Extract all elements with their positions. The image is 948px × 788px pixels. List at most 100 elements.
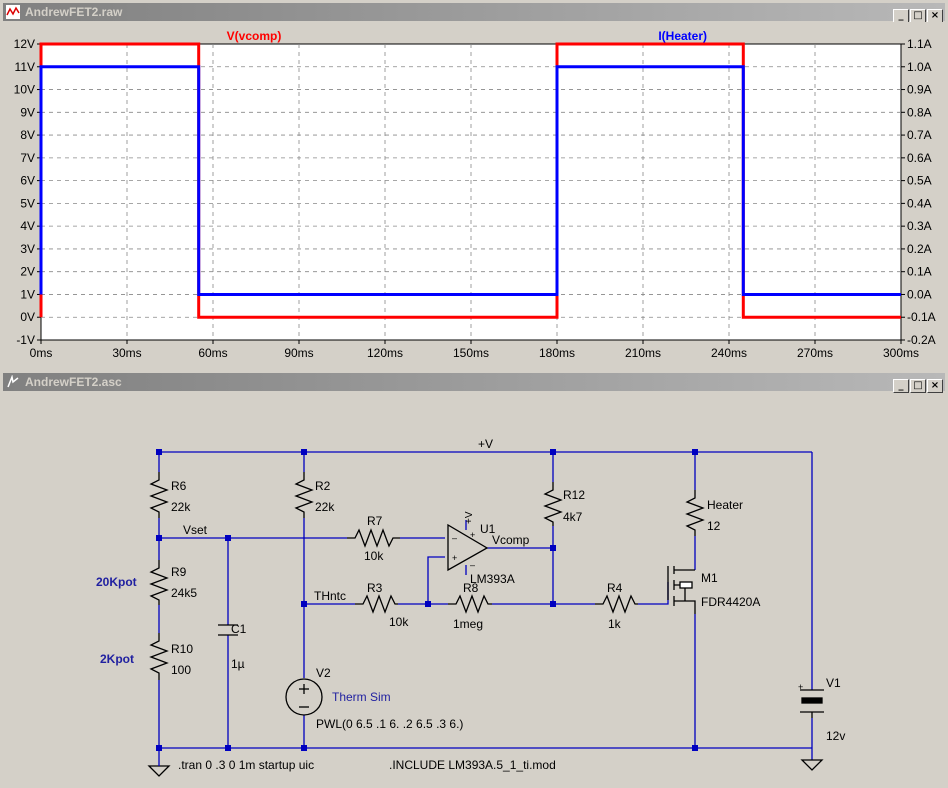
y-right-tick-label: 0.8A: [907, 105, 932, 119]
x-tick-label: 60ms: [198, 346, 227, 360]
y-right-tick-label: 0.2A: [907, 242, 932, 256]
y-left-tick-label: 5V: [20, 196, 35, 210]
series-label-vcomp: V(vcomp): [227, 29, 282, 43]
x-tick-label: 210ms: [625, 346, 661, 360]
svg-text:+: +: [470, 530, 475, 540]
label-20kpot: 20Kpot: [96, 575, 137, 589]
y-left-tick-label: 10V: [14, 83, 35, 97]
y-right-tick-label: 1.0A: [907, 60, 932, 74]
x-tick-label: 270ms: [797, 346, 833, 360]
waveform-window-title: AndrewFET2.raw: [25, 5, 123, 19]
x-tick-label: 30ms: [112, 346, 141, 360]
y-right-tick-label: 0.3A: [907, 219, 932, 233]
label-m1-model: FDR4420A: [701, 595, 760, 609]
label-v2: V2: [316, 666, 331, 680]
y-right-tick-label: 0.5A: [907, 174, 932, 188]
component-labels: +V R6 22k R2 22k R12 4k7 Heater 12 Vset …: [171, 437, 845, 772]
y-right-tick-label: 0.9A: [907, 83, 932, 97]
label-m1: M1: [701, 571, 718, 585]
y-left-tick-label: 7V: [20, 151, 35, 165]
label-r7: R7: [367, 514, 383, 528]
svg-text:–: –: [452, 533, 457, 543]
label-r10-value: 100: [171, 663, 191, 677]
x-tick-label: 180ms: [539, 346, 575, 360]
junction-dots: [156, 449, 698, 751]
schematic-window-title: AndrewFET2.asc: [25, 375, 122, 389]
y-left-tick-label: 6V: [20, 174, 35, 188]
label-r7-value: 10k: [364, 549, 384, 563]
label-r2-value: 22k: [315, 500, 335, 514]
label-2kpot: 2Kpot: [100, 652, 134, 666]
x-tick-label: 240ms: [711, 346, 747, 360]
schematic-background: [5, 394, 943, 786]
label-r4-value: 1k: [608, 617, 622, 631]
label-vplus: +V: [478, 437, 493, 451]
label-therm-sim: Therm Sim: [332, 690, 391, 704]
y-right-tick-label: -0.2A: [907, 333, 936, 347]
y-left-tick-label: 8V: [20, 128, 35, 142]
label-v1-value: 12v: [826, 729, 845, 743]
label-r6: R6: [171, 479, 187, 493]
close-button[interactable]: ×: [927, 379, 943, 393]
label-c1-value: 1µ: [231, 657, 245, 671]
label-u1-model: LM393A: [470, 572, 515, 586]
waveform-plot[interactable]: 0ms 30ms 60ms 90ms 120ms 150ms 180ms 210ms 240ms…: [3, 22, 945, 366]
wires: [158, 451, 813, 760]
label-vset: Vset: [183, 523, 208, 537]
resistor-symbols: [147, 472, 824, 777]
y-right-tick-label: 1.1A: [907, 37, 932, 51]
schematic-titlebar[interactable]: AndrewFET2.asc _□×: [3, 373, 945, 393]
schematic-window: AndrewFET2.asc _□×: [0, 370, 948, 788]
y-right-tick-label: 0.7A: [907, 128, 932, 142]
label-v2-pwl: PWL(0 6.5 .1 6. .2 6.5 .3 6.): [316, 717, 463, 731]
waveform-window: AndrewFET2.raw _□× 0ms 30ms 60ms 90ms 120ms 1…: [0, 0, 948, 368]
y-left-tick-label: -1V: [16, 333, 35, 347]
y-right-tick-label: 0.4A: [907, 196, 932, 210]
y-left-tick-label: 3V: [20, 242, 35, 256]
label-r3-value: 10k: [389, 615, 409, 629]
y-left-tick-label: 1V: [20, 287, 35, 301]
minimize-button[interactable]: _: [893, 9, 909, 23]
x-tick-label: 90ms: [284, 346, 313, 360]
pin-marks: –+ +– +: [452, 530, 803, 692]
label-heater: Heater: [707, 498, 743, 512]
spice-include-directive[interactable]: .INCLUDE LM393A.5_1_ti.mod: [389, 758, 556, 772]
label-c1: C1: [231, 622, 247, 636]
label-u1-supply: +V: [464, 511, 475, 524]
annotation-labels: 20Kpot 2Kpot Therm Sim: [96, 575, 391, 704]
label-r12-value: 4k7: [563, 510, 583, 524]
label-r8-value: 1meg: [453, 617, 483, 631]
label-r2: R2: [315, 479, 331, 493]
label-r4: R4: [607, 581, 623, 595]
schematic-app-icon: [7, 375, 19, 388]
label-vcomp: Vcomp: [492, 533, 530, 547]
x-tick-label: 150ms: [453, 346, 489, 360]
label-r9: R9: [171, 565, 187, 579]
label-r8: R8: [463, 581, 479, 595]
label-r10: R10: [171, 642, 193, 656]
label-v1: V1: [826, 676, 841, 690]
x-tick-label: 0ms: [30, 346, 53, 360]
spice-tran-directive[interactable]: .tran 0 .3 0 1m startup uic: [178, 758, 314, 772]
label-heater-value: 12: [707, 519, 721, 533]
label-u1: U1: [480, 522, 496, 536]
svg-text:–: –: [470, 560, 475, 570]
y-left-tick-label: 9V: [20, 105, 35, 119]
waveform-titlebar[interactable]: AndrewFET2.raw _□×: [3, 3, 945, 23]
series-label-heater: I(Heater): [658, 29, 707, 43]
svg-text:+: +: [452, 553, 457, 563]
minimize-button[interactable]: _: [893, 379, 909, 393]
y-right-tick-label: 0.1A: [907, 265, 932, 279]
y-left-tick-label: 0V: [20, 310, 35, 324]
close-button[interactable]: ×: [927, 9, 943, 23]
x-tick-label: 120ms: [367, 346, 403, 360]
y-right-tick-label: 0.0A: [907, 287, 932, 301]
y-left-tick-label: 2V: [20, 265, 35, 279]
schematic-canvas[interactable]: –+ +– + +V R6 22k R2 22k R12 4k7 Heater …: [5, 394, 943, 786]
y-left-tick-label: 12V: [14, 37, 35, 51]
y-right-tick-label: 0.6A: [907, 151, 932, 165]
y-left-tick-label: 4V: [20, 219, 35, 233]
label-thntc: THntc: [314, 589, 346, 603]
maximize-button[interactable]: □: [910, 379, 926, 393]
maximize-button[interactable]: □: [910, 9, 926, 23]
